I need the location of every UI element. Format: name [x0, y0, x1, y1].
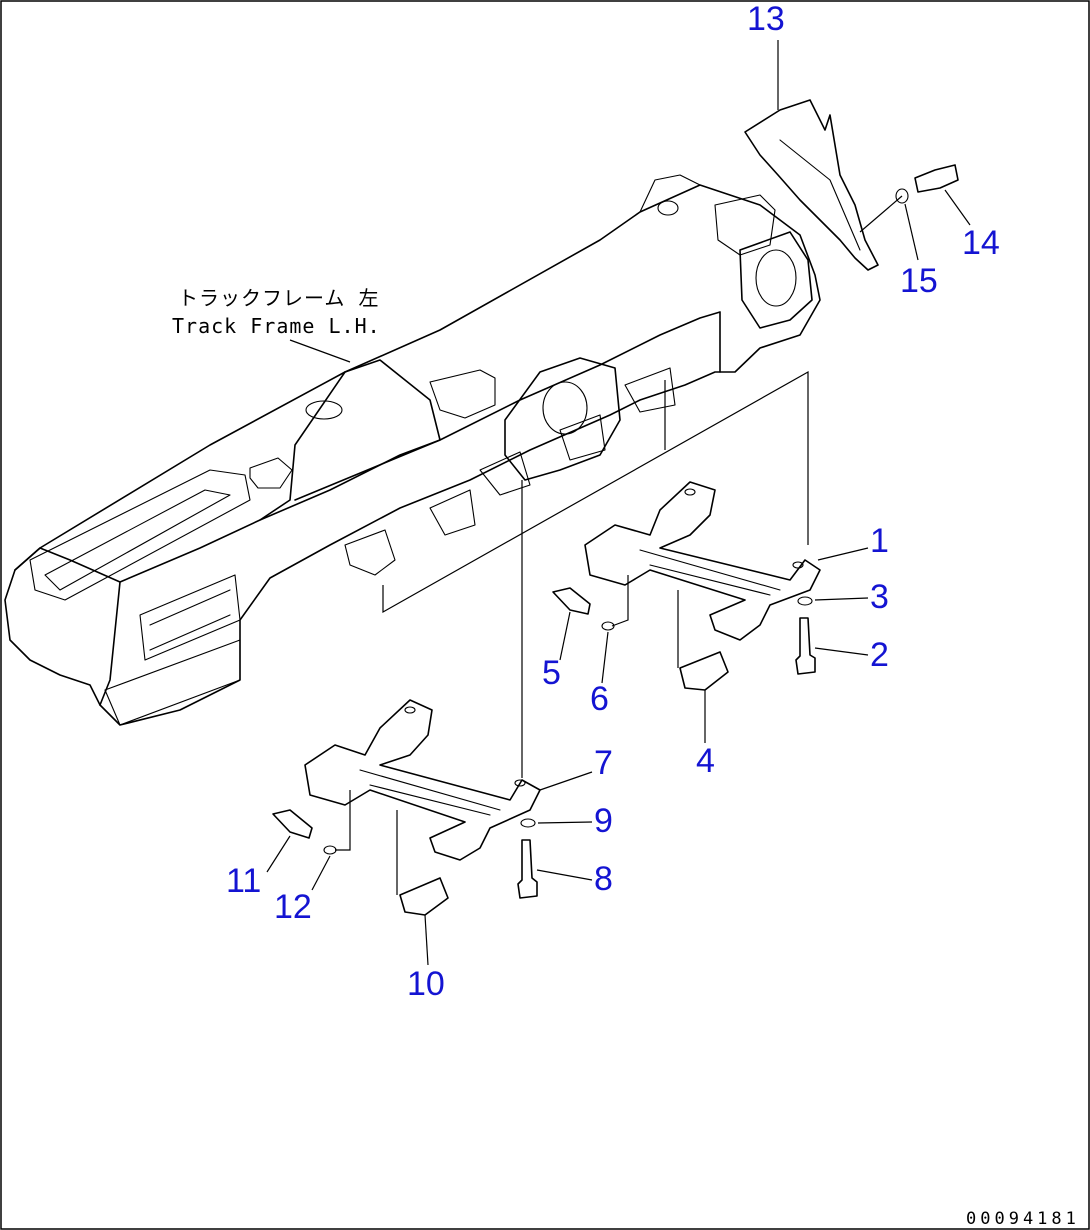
caption-japanese: トラックフレーム 左: [178, 286, 379, 310]
callout-11: 11: [226, 862, 261, 900]
callout-6: 6: [590, 680, 609, 718]
callout-leaders: [266, 189, 971, 966]
guard-part-13: [744, 99, 879, 271]
caption-english: Track Frame L.H.: [172, 314, 381, 338]
callout-10: 10: [407, 965, 445, 1003]
callout-8: 8: [594, 860, 613, 898]
callout-5: 5: [542, 654, 561, 692]
callout-4: 4: [696, 742, 715, 780]
callout-7: 7: [594, 744, 613, 782]
callout-12: 12: [274, 888, 312, 926]
callout-13: 13: [747, 0, 785, 38]
fasteners-guard: [895, 164, 959, 204]
callout-15: 15: [900, 262, 938, 300]
shim-part-4: [679, 651, 729, 691]
shim-part-10: [399, 877, 449, 916]
fasteners-upper: [552, 587, 816, 675]
callout-9: 9: [594, 802, 613, 840]
callout-3: 3: [870, 578, 889, 616]
callout-14: 14: [962, 224, 1000, 262]
bracket-part-1: [584, 481, 821, 641]
assembly-lines: [289, 40, 903, 895]
callout-1: 1: [870, 522, 889, 560]
document-id: 00094181: [966, 1209, 1080, 1229]
callout-2: 2: [870, 636, 889, 674]
track-frame: [4, 174, 821, 726]
